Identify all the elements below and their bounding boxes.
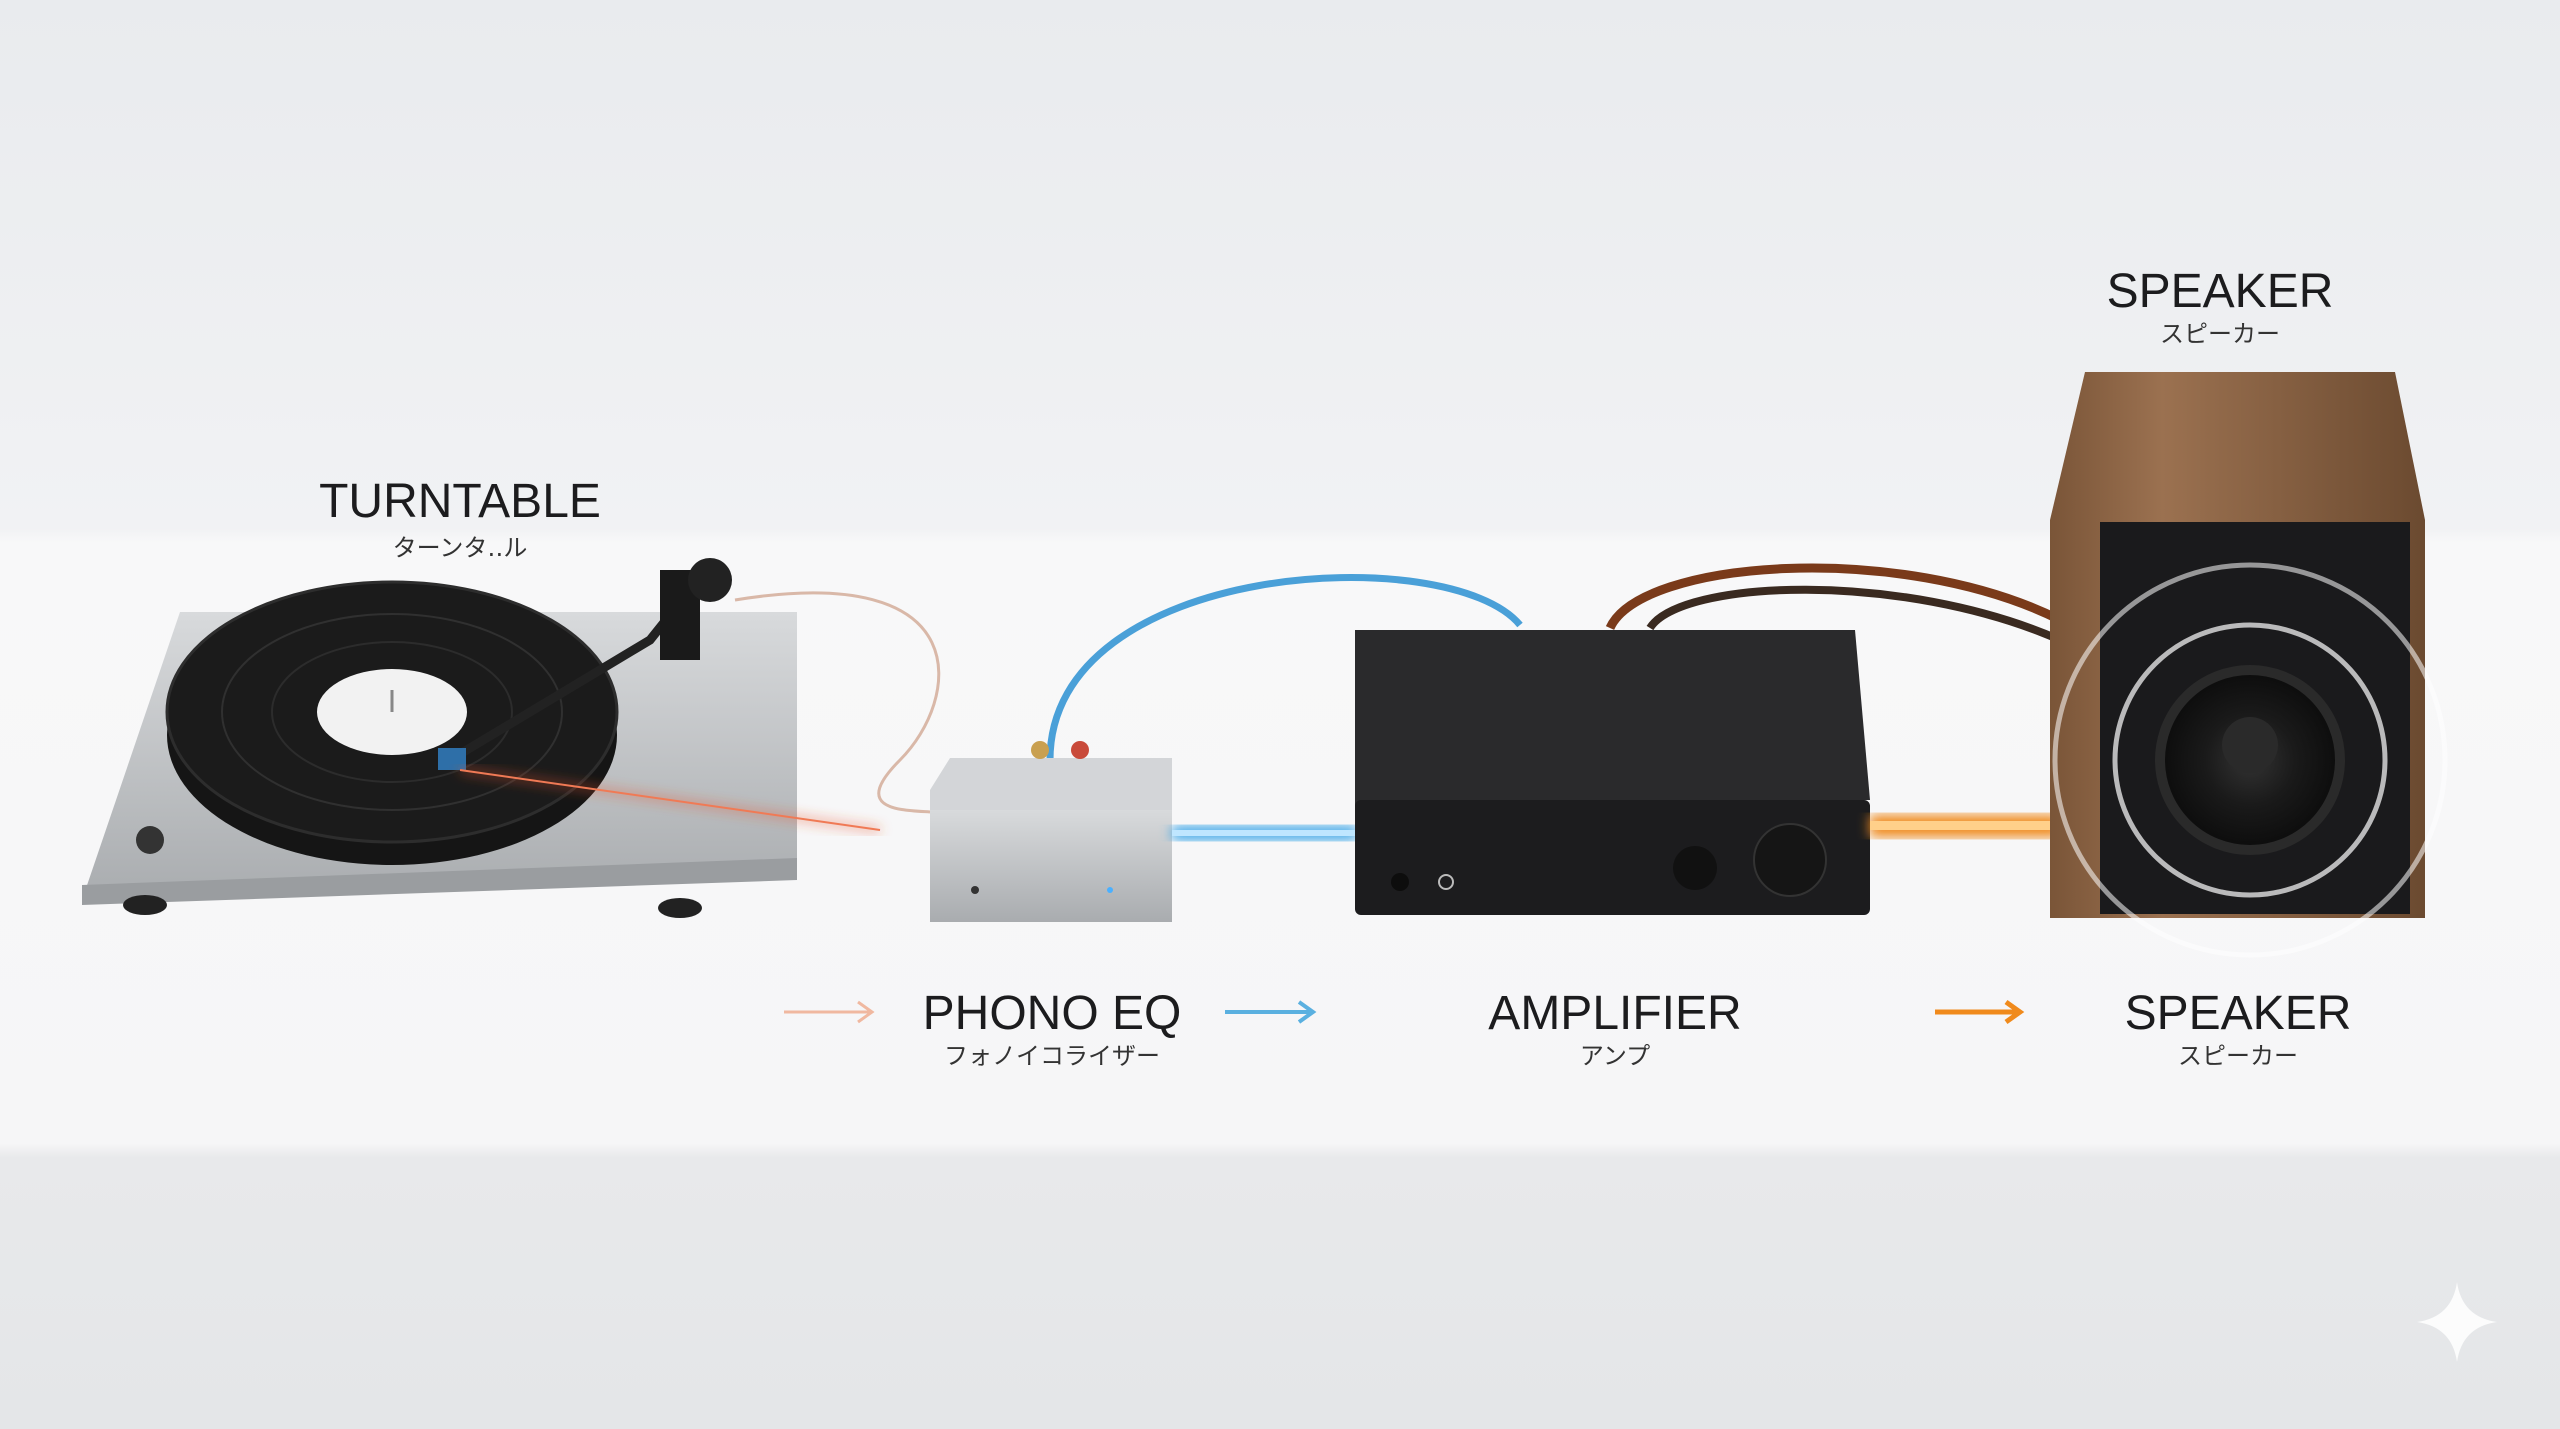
arrow-right-icon [784, 1000, 875, 1024]
blue-cable [1046, 574, 1523, 761]
turntable-label: TURNTABLE [319, 475, 601, 528]
speaker-top-label-jp: スピーカー [2160, 320, 2280, 348]
turntable[interactable] [82, 558, 797, 918]
turntable-label-jp: ターンタ‥ル [393, 534, 528, 562]
selector-knob[interactable] [1673, 846, 1717, 890]
speaker-label-jp: スピーカー [2178, 1042, 2298, 1070]
amplifier-label-jp: アンプ [1580, 1042, 1650, 1070]
speaker-label: SPEAKER [2125, 987, 2352, 1040]
volume-knob[interactable] [1753, 823, 1827, 897]
arrow-right-icon [1935, 999, 2025, 1025]
amplifier-label: AMPLIFIER [1488, 987, 1741, 1040]
phono-eq-label-jp: フォノイコライザー [944, 1042, 1160, 1070]
phono-eq-label: PHONO EQ [923, 987, 1182, 1040]
amplifier-unit[interactable] [1355, 630, 1870, 915]
phono-eq-unit[interactable] [930, 741, 1172, 922]
speaker-top-label: SPEAKER [2107, 265, 2334, 318]
arrow-right-icon [1225, 1000, 1317, 1024]
tonearm-cable [734, 591, 941, 814]
orange-cable [1605, 563, 2063, 631]
sparkle-icon [2417, 1282, 2497, 1362]
speaker-unit[interactable] [2050, 372, 2448, 958]
power-button[interactable] [1391, 873, 1409, 891]
headphone-jack[interactable] [1438, 874, 1454, 890]
